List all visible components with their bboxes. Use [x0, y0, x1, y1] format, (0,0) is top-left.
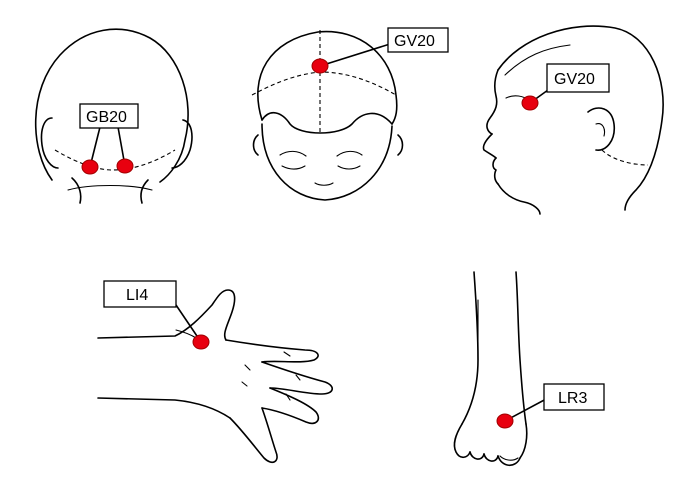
gb20-marker: GB20 — [79, 103, 139, 175]
gv20-side-label-box — [546, 63, 610, 93]
top-of-head-illustration — [251, 30, 404, 201]
gb20-label: GB20 — [86, 109, 127, 126]
gv20-side-marker: GV20 — [521, 63, 610, 111]
back-of-head-illustration — [34, 28, 193, 204]
lr3-point — [496, 413, 514, 429]
gv20-side-label: GV20 — [554, 71, 595, 88]
li4-marker: LI4 — [103, 280, 210, 350]
lr3-label-box — [543, 383, 605, 411]
li4-label: LI4 — [126, 287, 148, 304]
hand-illustration — [97, 289, 333, 464]
gv20-top-marker: GV20 — [311, 27, 449, 74]
lr3-label: LR3 — [558, 390, 587, 407]
side-profile-illustration — [482, 25, 664, 215]
gv20-top-leader-line — [319, 43, 391, 67]
gv20-top-point — [311, 58, 329, 74]
gv20-side-point — [521, 95, 539, 111]
li4-point — [192, 334, 210, 350]
gb20-label-box — [79, 103, 139, 129]
li4-label-box — [103, 280, 177, 308]
gb20-right-point — [116, 158, 134, 174]
lr3-marker: LR3 — [496, 383, 605, 429]
gv20-top-label: GV20 — [394, 33, 435, 50]
gb20-left-point — [81, 159, 99, 175]
gv20-top-label-box — [387, 27, 449, 53]
foot-illustration — [453, 271, 528, 467]
